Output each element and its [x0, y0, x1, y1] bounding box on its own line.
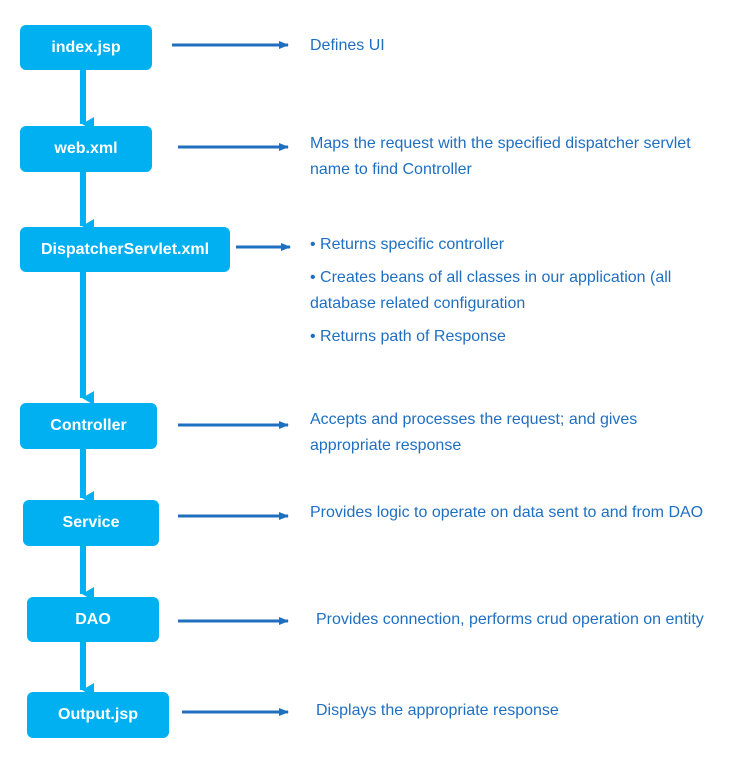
bullet-item: • Returns path of Response — [310, 328, 506, 345]
step-box-index-jsp: index.jsp — [20, 25, 152, 70]
step-box-dao: DAO — [27, 597, 159, 642]
bullet-item: • Creates beans of all classes in our ap… — [310, 269, 672, 312]
step-box-controller: Controller — [20, 403, 157, 449]
step-description-service: Provides logic to operate on data sent t… — [310, 504, 704, 521]
step-description-web-xml: Maps the request with the specified disp… — [310, 135, 691, 178]
step-label: DispatcherServlet.xml — [40, 240, 210, 258]
step-label: index.jsp — [51, 38, 121, 56]
step-label: Output.jsp — [58, 706, 138, 723]
bullet-item: • Returns specific controller — [310, 236, 505, 253]
step-box-web-xml: web.xml — [20, 126, 152, 172]
step-box-dispatcher-servlet: DispatcherServlet.xml — [20, 227, 230, 272]
step-description-index-jsp: Defines UI — [310, 37, 385, 54]
step-description-controller: Accepts and processes the request; and g… — [310, 411, 638, 454]
step-label: Service — [62, 514, 120, 531]
step-label: Controller — [50, 417, 127, 434]
step-description-output-jsp: Displays the appropriate response — [316, 702, 559, 719]
step-description-dao: Provides connection, performs crud opera… — [316, 611, 704, 628]
step-label: web.xml — [54, 140, 118, 157]
step-label: DAO — [75, 610, 111, 628]
step-box-service: Service — [23, 500, 159, 546]
step-description-dispatcher-servlet: • Returns specific controller • Creates … — [310, 232, 735, 350]
step-box-output-jsp: Output.jsp — [27, 692, 169, 738]
